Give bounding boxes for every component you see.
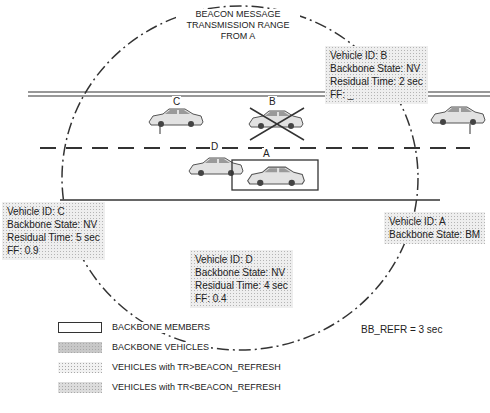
tick <box>470 124 471 134</box>
legend-swatch <box>58 382 102 393</box>
legend-text: VEHICLES with TR<BEACON_REFRESH <box>110 382 283 393</box>
vehicle-letter: B <box>268 96 277 107</box>
info-line: Vehicle ID: D <box>195 253 288 266</box>
info-line: Vehicle ID: A <box>389 215 480 228</box>
vehicle-info-box: Vehicle ID: ABackbone State: BM <box>384 212 485 244</box>
refresh-note: BB_REFR = 3 sec <box>360 324 443 335</box>
vehicle-letter: A <box>262 148 271 159</box>
info-line: Backbone State: NV <box>330 62 423 75</box>
legend-text: BACKBONE VEHICLES <box>110 342 211 353</box>
range-title: BEACON MESSAGE TRANSMISSION RANGE FROM A <box>176 9 300 42</box>
vehicle <box>431 107 485 125</box>
vehicle-letter: C <box>172 96 181 107</box>
cross-mark <box>250 108 304 140</box>
vehicle-info-box: Vehicle ID: BBackbone State: NVResidual … <box>325 46 428 104</box>
legend-swatch <box>58 362 102 373</box>
info-line: Residual Time: 4 sec <box>195 279 288 292</box>
info-line: FF: 0.9 <box>7 244 100 257</box>
backbone-member-frame <box>232 160 318 190</box>
cross-mark <box>250 108 304 140</box>
info-line: Backbone State: BM <box>389 228 480 241</box>
info-line: Vehicle ID: C <box>7 205 100 218</box>
vehicle-info-box: Vehicle ID: CBackbone State: NVResidual … <box>2 202 105 260</box>
vehicle-c <box>149 109 203 127</box>
info-line: Backbone State: NV <box>7 218 100 231</box>
info-line: Residual Time: 2 sec <box>330 75 423 88</box>
info-line: FF: _ <box>330 88 423 101</box>
vehicle-info-box: Vehicle ID: DBackbone State: NVResidual … <box>190 250 293 308</box>
legend-swatch <box>58 342 102 353</box>
legend-text: VEHICLES with TR>BEACON_REFRESH <box>110 362 283 373</box>
vehicle-d <box>189 158 243 176</box>
legend-text: BACKBONE MEMBERS <box>110 322 212 333</box>
road-edge <box>60 199 440 201</box>
vehicle-a <box>248 167 305 186</box>
lane-divider <box>40 147 470 149</box>
info-line: Vehicle ID: B <box>330 49 423 62</box>
info-line: Residual Time: 5 sec <box>7 231 100 244</box>
legend-swatch <box>58 322 102 333</box>
info-line: Backbone State: NV <box>195 266 288 279</box>
vehicle-letter: D <box>210 141 219 152</box>
info-line: FF: 0.4 <box>195 292 288 305</box>
